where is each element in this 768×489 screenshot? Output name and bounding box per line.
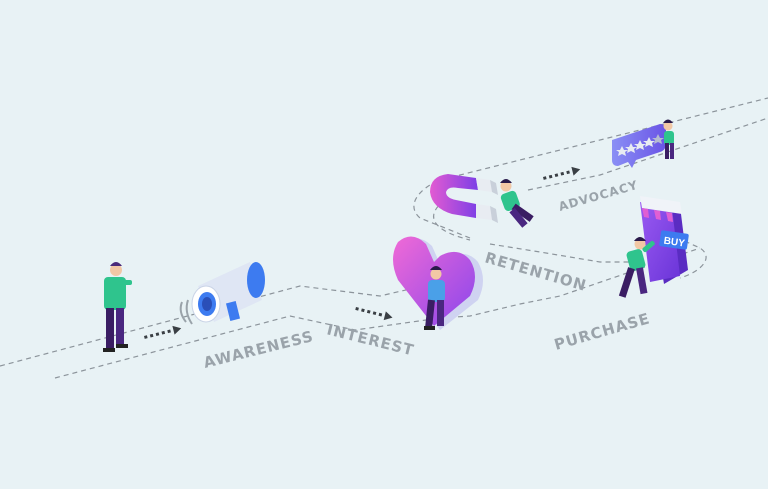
arrow-icon	[144, 325, 182, 339]
journey-path	[0, 97, 768, 379]
label-retention: RETENTION	[483, 249, 589, 295]
shop-phone-icon: BUY	[640, 196, 689, 284]
label-advocacy: ADVOCACY	[557, 178, 640, 214]
buy-sign: BUY	[659, 230, 689, 250]
path-retention-lower	[433, 199, 471, 241]
buy-sign-text: BUY	[663, 236, 686, 250]
arrow-icon	[355, 307, 393, 321]
person-icon	[500, 179, 534, 228]
label-awareness: AWARENESS	[202, 327, 316, 372]
star-icon	[643, 137, 655, 147]
star-icon	[652, 134, 664, 144]
person-icon	[103, 262, 132, 352]
star-icon	[634, 140, 646, 150]
path-left-upper	[0, 281, 441, 367]
path-right-upper	[527, 117, 768, 191]
review-bubble-icon	[612, 124, 666, 168]
person-icon	[618, 237, 655, 298]
label-purchase: PURCHASE	[552, 309, 652, 354]
star-icon	[625, 143, 637, 153]
megaphone-icon	[179, 262, 265, 325]
path-right-lower	[659, 229, 707, 279]
path-middle-lower	[439, 247, 701, 319]
star-icon	[616, 146, 628, 156]
person-icon	[424, 266, 445, 330]
arrow-icon	[543, 166, 581, 180]
path-retention-upper	[489, 243, 640, 263]
rating-stars	[616, 134, 664, 156]
person-icon	[663, 119, 674, 159]
path-left-lower	[54, 315, 441, 379]
path-middle-upper	[413, 97, 768, 239]
magnet-icon	[430, 174, 498, 223]
label-interest: INTEREST	[325, 320, 416, 359]
